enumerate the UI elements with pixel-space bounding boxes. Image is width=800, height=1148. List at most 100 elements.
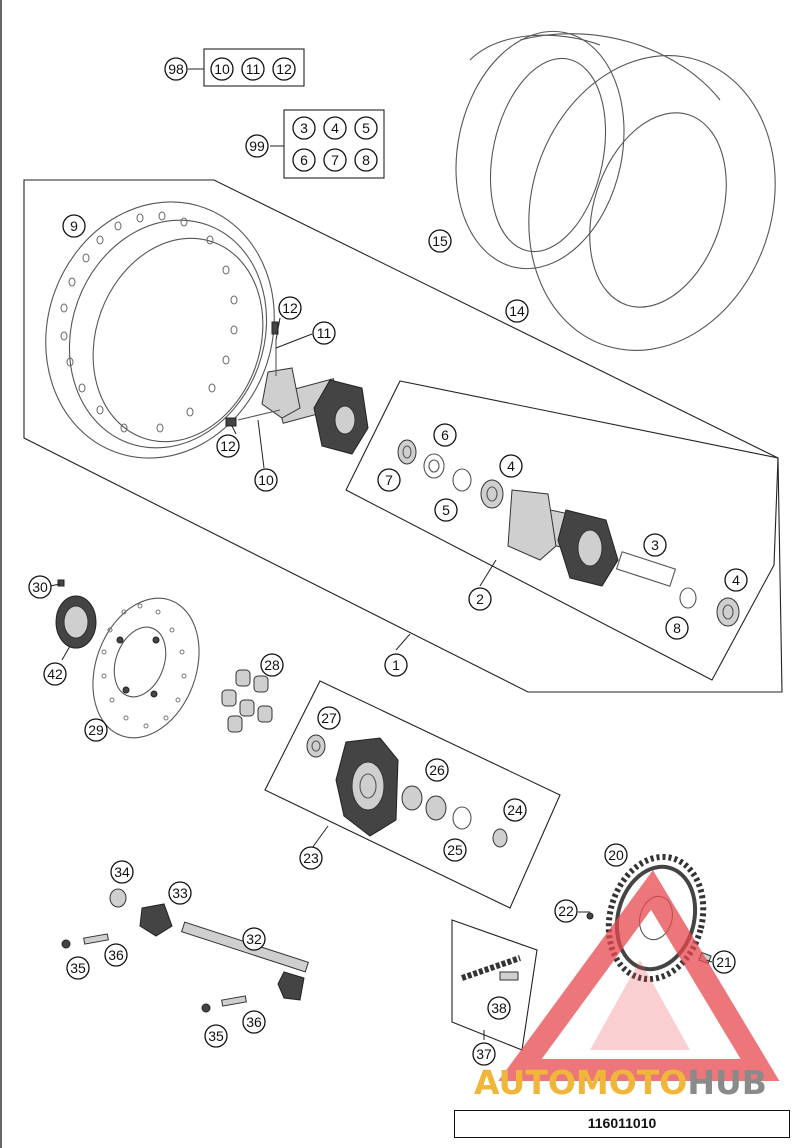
svg-text:24: 24: [507, 802, 523, 818]
callout-35-upper: 35: [66, 956, 90, 980]
brake-disc: [92, 597, 200, 739]
callout-29: 29: [84, 718, 108, 742]
svg-text:5: 5: [362, 120, 370, 136]
callout-15: 15: [428, 229, 452, 253]
callout-2: 2: [468, 587, 492, 611]
callout-42: 42: [43, 662, 67, 686]
hub-assembly-outline: [345, 380, 779, 681]
callout-1: 1: [384, 653, 408, 677]
rim: [45, 201, 275, 459]
svg-text:6: 6: [300, 152, 308, 168]
callout-12-nipple: 12: [278, 296, 302, 320]
callout-98: 98: [164, 57, 188, 81]
svg-text:20: 20: [608, 847, 624, 863]
svg-text:15: 15: [432, 233, 448, 249]
page-left-border: [0, 0, 2, 1148]
callout-8: 8: [665, 616, 689, 640]
hub-exploded-parts: [397, 439, 740, 627]
callout-3: 3: [643, 533, 667, 557]
callout-9: 9: [62, 214, 86, 238]
callout-12-kit: 12: [272, 57, 296, 81]
svg-text:36: 36: [246, 1014, 262, 1030]
svg-text:36: 36: [108, 947, 124, 963]
callout-4-kit: 4: [323, 116, 347, 140]
callout-21: 21: [712, 950, 736, 974]
sprocket-carrier-outline: [264, 680, 561, 909]
logo-text-hub: HUB: [687, 1063, 767, 1102]
callout-4-left: 4: [499, 454, 523, 478]
callout-26: 26: [425, 758, 449, 782]
svg-text:6: 6: [441, 427, 449, 443]
callout-4-right: 4: [724, 568, 748, 592]
svg-text:10: 10: [214, 61, 230, 77]
callout-30: 30: [28, 575, 52, 599]
logo-text-automoto: AUTOMOTO: [474, 1063, 688, 1102]
svg-text:5: 5: [442, 502, 450, 518]
callout-22: 22: [554, 899, 578, 923]
svg-text:37: 37: [476, 1046, 492, 1062]
callout-12-nipple-lower: 12: [216, 434, 240, 458]
callout-28: 28: [260, 653, 284, 677]
svg-text:11: 11: [317, 325, 332, 341]
svg-text:34: 34: [114, 864, 130, 880]
svg-text:8: 8: [673, 620, 681, 636]
callout-35-lower: 35: [204, 1024, 228, 1048]
callout-11-spoke: 11: [312, 321, 336, 345]
callout-10-spoke: 10: [254, 468, 278, 492]
callout-7: 7: [377, 468, 401, 492]
callout-25: 25: [443, 838, 467, 862]
svg-text:9: 9: [70, 218, 78, 234]
callout-27: 27: [317, 706, 341, 730]
svg-text:3: 3: [651, 537, 659, 553]
kit-99-box: [283, 109, 385, 179]
callout-11-kit: 11: [241, 57, 265, 81]
chain-kit-outline: [451, 919, 538, 1051]
svg-text:26: 26: [429, 762, 445, 778]
callout-36-upper: 36: [104, 943, 128, 967]
svg-text:11: 11: [246, 61, 261, 77]
inner-tube: [455, 30, 625, 270]
callout-6-kit: 6: [292, 148, 316, 172]
sprocket-carrier-parts: [306, 734, 508, 848]
callout-23: 23: [299, 846, 323, 870]
callout-5: 5: [434, 498, 458, 522]
tire: [469, 33, 776, 351]
svg-text:3: 3: [300, 120, 308, 136]
assembled-hub: [225, 321, 369, 455]
svg-text:12: 12: [282, 300, 298, 316]
callout-32: 32: [242, 927, 266, 951]
svg-text:4: 4: [732, 572, 740, 588]
svg-text:25: 25: [447, 842, 463, 858]
axle-parts: [61, 888, 309, 1013]
svg-text:1: 1: [392, 657, 400, 673]
callout-7-kit: 7: [323, 148, 347, 172]
automotohub-logo: AUTOMOTOHUB: [474, 1063, 794, 1105]
callout-8-kit: 8: [354, 148, 378, 172]
callout-36-lower: 36: [242, 1010, 266, 1034]
kit-98-box: [203, 48, 305, 87]
rubber-dampers: [221, 669, 273, 733]
svg-text:28: 28: [264, 657, 280, 673]
svg-text:12: 12: [276, 61, 292, 77]
svg-text:98: 98: [168, 61, 184, 77]
callout-33: 33: [168, 881, 192, 905]
svg-text:32: 32: [246, 931, 262, 947]
callout-38: 38: [487, 996, 511, 1020]
svg-text:29: 29: [88, 722, 104, 738]
svg-text:35: 35: [70, 960, 86, 976]
svg-text:33: 33: [172, 885, 188, 901]
svg-text:4: 4: [331, 120, 339, 136]
svg-text:38: 38: [491, 1000, 507, 1016]
callout-37: 37: [472, 1042, 496, 1066]
svg-text:21: 21: [716, 954, 732, 970]
wheel-assembly-outline: [23, 179, 783, 693]
callout-3-kit: 3: [292, 116, 316, 140]
svg-text:99: 99: [249, 138, 265, 154]
watermark-triangle: [498, 870, 780, 1081]
brake-disc-adapter: [55, 579, 97, 649]
chain-parts: [461, 955, 521, 981]
callout-24: 24: [503, 798, 527, 822]
callout-34: 34: [110, 860, 134, 884]
svg-text:22: 22: [558, 903, 574, 919]
